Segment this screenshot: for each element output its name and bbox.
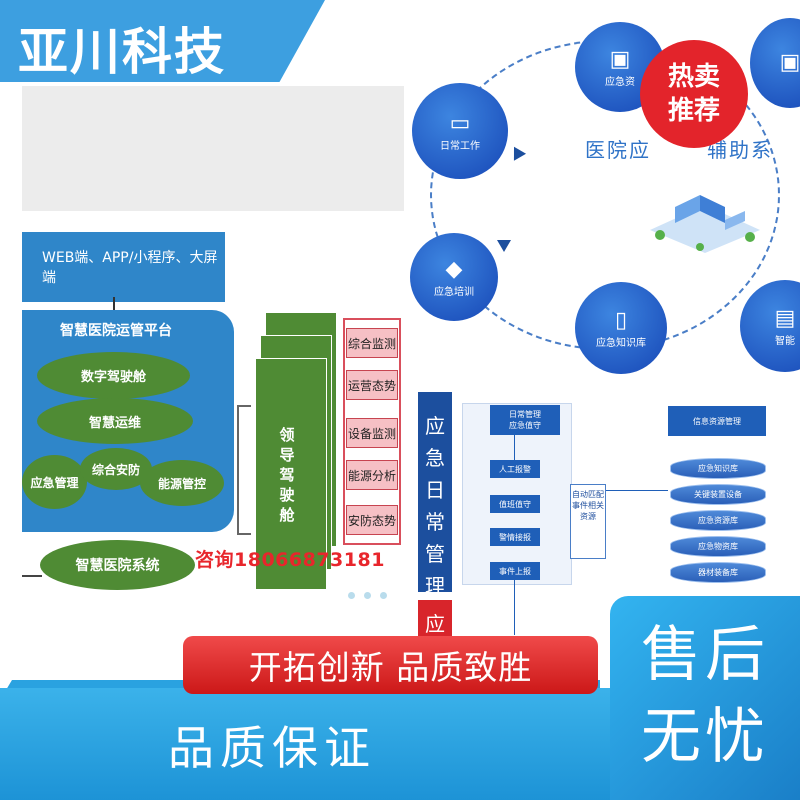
flow-step: 人工报警 [490, 460, 540, 478]
dot-indicator [348, 592, 355, 599]
node-label: 应急资 [605, 76, 635, 88]
after-sale-badge: 售后 无忧 [610, 596, 800, 800]
placeholder-panel [22, 86, 404, 211]
dot-indicator [364, 592, 371, 599]
flow-header: 日常管理 应急值守 [490, 405, 560, 435]
flow-side-label: 应急日常管理 [418, 392, 452, 598]
after-sale-line: 售后 [641, 620, 769, 690]
badge-line: 推荐 [667, 96, 720, 126]
node-daily-work: ▭ 日常工作 [412, 83, 508, 179]
auto-match-box: 自动匹配事件相关资源 [570, 484, 606, 559]
badge-line: 热卖 [667, 62, 720, 92]
module-digital-cockpit: 数字驾驶舱 [37, 352, 190, 399]
quality-guarantee-text: 品质保证 [168, 721, 376, 775]
flow-step: 值班值守 [490, 495, 540, 513]
monitor-item: 安防态势 [346, 505, 398, 535]
node-label: 应急培训 [434, 286, 474, 298]
brand-name: 亚川科技 [18, 23, 226, 81]
device-icon: ▤ [774, 305, 796, 331]
slogan-banner: 开拓创新 品质致胜 [183, 636, 598, 694]
flow-step: 警情接报 [490, 528, 540, 546]
node-label: 智能 [775, 335, 795, 347]
resource-disk: 关键装置设备 [670, 484, 766, 505]
bracket-connector [237, 405, 251, 535]
module-energy: 能源管控 [140, 460, 224, 506]
module-emergency: 应急管理 [22, 455, 87, 509]
monitor-item: 能源分析 [346, 460, 398, 490]
node-smart: ▤ 智能 [740, 280, 800, 372]
cockpit-sheet [255, 358, 327, 590]
monitor-icon: ▭ [449, 110, 471, 136]
hospital-system-oval: 智慧医院系统 [40, 540, 195, 590]
platform-title: 智慧医院运管平台 [60, 323, 172, 339]
node-partial: ▣ [750, 18, 800, 108]
info-resource-header: 信息资源管理 [668, 406, 766, 436]
connector-line [113, 297, 115, 311]
graduation-cap-icon: ◆ [445, 256, 463, 282]
flow-side-label-2: 应 [418, 600, 452, 640]
cockpit-label: 领导驾驶舱 [279, 426, 295, 524]
dot-indicator [380, 592, 387, 599]
brand-banner [0, 0, 325, 82]
module-smart-ops: 智慧运维 [37, 398, 193, 444]
book-icon: ▯ [614, 307, 628, 333]
monitor-item: 综合监测 [346, 328, 398, 358]
hospital-building-icon [650, 195, 760, 253]
access-channels-box: WEB端、APP/小程序、大屏端 [22, 232, 225, 302]
monitor-item: 设备监测 [346, 418, 398, 448]
device-icon: ▣ [779, 50, 800, 75]
resource-disk: 应急物资库 [670, 536, 766, 557]
node-training: ◆ 应急培训 [410, 233, 498, 321]
arrow-line [22, 575, 42, 577]
contact-phone: 咨询18066873181 [195, 549, 385, 571]
monitor-item: 运营态势 [346, 370, 398, 400]
flow-connector [514, 580, 515, 635]
flow-connector [514, 435, 515, 460]
box-icon: ▣ [609, 46, 631, 72]
flow-connector [606, 490, 668, 491]
after-sale-line: 无忧 [641, 702, 769, 772]
resource-disk: 应急资源库 [670, 510, 766, 531]
resource-disk: 应急知识库 [670, 458, 766, 479]
hot-sale-badge: 热卖 推荐 [640, 40, 748, 148]
ring-arrow [497, 240, 511, 252]
resource-disk: 器材装备库 [670, 562, 766, 583]
flow-step: 事件上报 [490, 562, 540, 580]
node-knowledge: ▯ 应急知识库 [575, 282, 667, 374]
node-label: 日常工作 [440, 140, 480, 152]
node-label: 应急知识库 [596, 337, 646, 349]
